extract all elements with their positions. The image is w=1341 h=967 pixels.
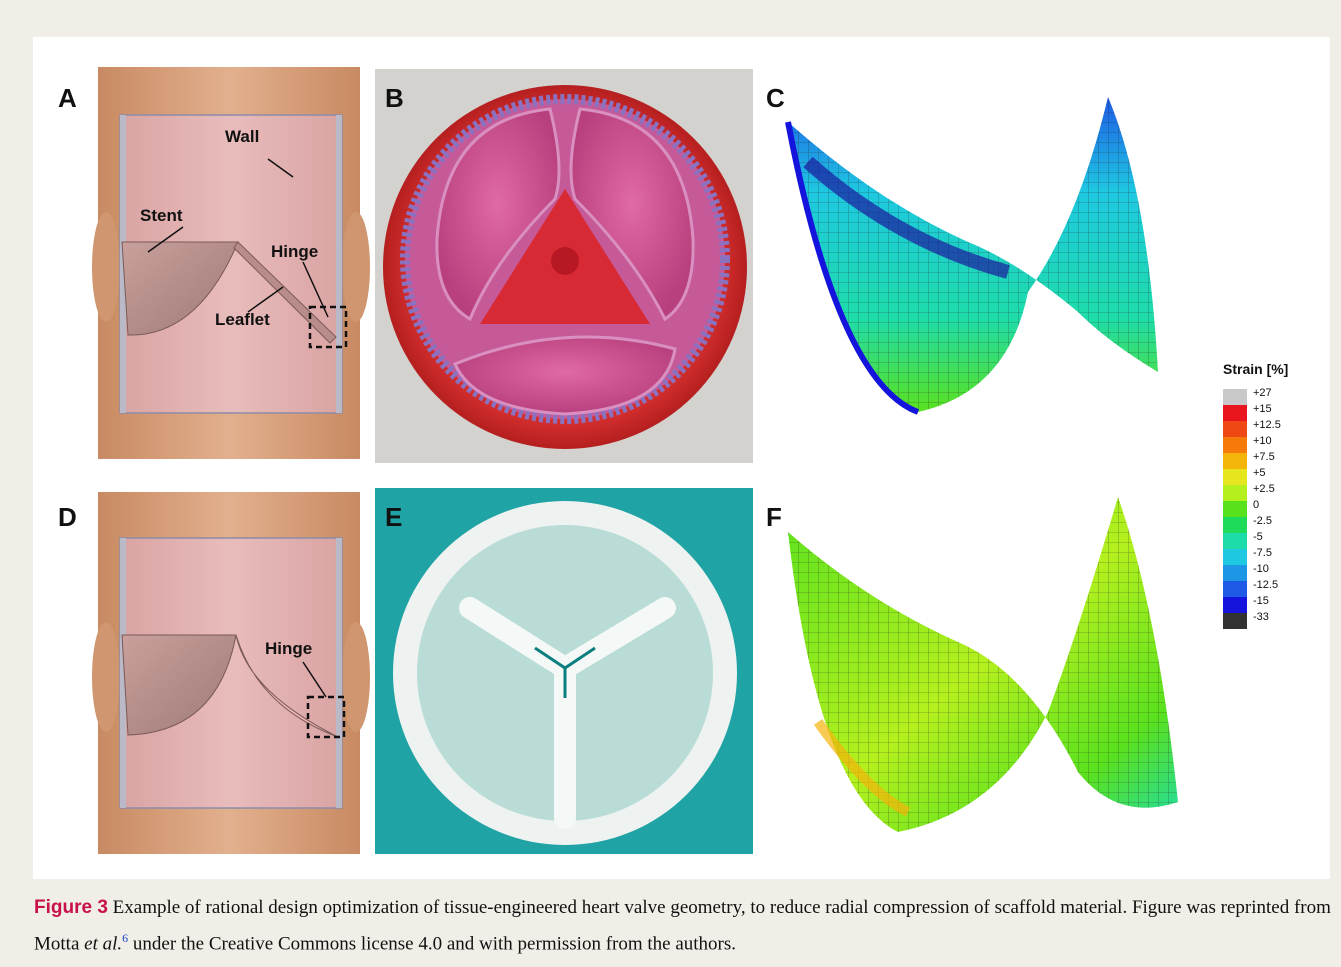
caption-label: Figure 3: [34, 897, 108, 918]
legend-tick-label: +7.5: [1253, 451, 1275, 463]
legend-swatch: [1223, 501, 1247, 517]
legend-swatch: [1223, 517, 1247, 533]
legend-tick-label: -12.5: [1253, 579, 1278, 591]
legend-tick-label: 0: [1253, 499, 1259, 511]
legend-swatch: [1223, 565, 1247, 581]
wall-label: Wall: [225, 127, 259, 147]
legend-title: Strain [%]: [1223, 361, 1288, 377]
legend-tick-label: +10: [1253, 435, 1272, 447]
legend-tick-label: -2.5: [1253, 515, 1272, 527]
hinge-label-d: Hinge: [265, 639, 312, 659]
panel-letter-e: E: [385, 502, 402, 533]
caption-text-2: under the Creative Commons license 4.0 a…: [128, 933, 736, 954]
panel-letter-b: B: [385, 83, 404, 114]
legend-swatch: [1223, 597, 1247, 613]
legend-swatch: [1223, 485, 1247, 501]
caption-et-al: et al.: [84, 933, 122, 954]
legend-tick-label: +2.5: [1253, 483, 1275, 495]
legend-swatch: [1223, 421, 1247, 437]
panel-letter-c: C: [766, 83, 785, 114]
panel-e: [375, 488, 753, 854]
legend-tick-label: -10: [1253, 563, 1269, 575]
legend-tick-label: -5: [1253, 531, 1263, 543]
legend-swatch: [1223, 613, 1247, 629]
legend-tick-label: +27: [1253, 387, 1272, 399]
legend-swatch: [1223, 453, 1247, 469]
panel-letter-f: F: [766, 502, 782, 533]
legend-swatch: [1223, 533, 1247, 549]
strain-legend: Strain [%] +27 +15 +12.5 +10 +7.5 +5 +2.5 0 -2.5…: [1223, 361, 1323, 661]
strain-map-c: [778, 92, 1208, 432]
panel-letter-d: D: [58, 502, 77, 533]
legend-tick-label: +5: [1253, 467, 1266, 479]
legend-swatch: [1223, 469, 1247, 485]
panel-letter-a: A: [58, 83, 77, 114]
legend-swatch: [1223, 437, 1247, 453]
legend-swatch: [1223, 405, 1247, 421]
panel-f: [778, 492, 1208, 842]
panel-d: [88, 492, 373, 857]
legend-tick-label: -7.5: [1253, 547, 1272, 559]
stent-label: Stent: [140, 206, 183, 226]
valve-photo-e: [375, 488, 753, 854]
panel-c: [778, 92, 1208, 432]
strain-map-f: [778, 492, 1208, 842]
figure-panel: A Wall Stent Hinge Leaflet B: [33, 37, 1330, 879]
legend-swatch: [1223, 549, 1247, 565]
leaflet-label: Leaflet: [215, 310, 270, 330]
legend-swatch: [1223, 389, 1247, 405]
legend-tick-label: -33: [1253, 611, 1269, 623]
legend-swatch: [1223, 581, 1247, 597]
legend-tick-label: +15: [1253, 403, 1272, 415]
panel-b: [375, 69, 753, 463]
figure-caption: Figure 3 Example of rational design opti…: [34, 893, 1334, 959]
valve-cad-diagram-d: [88, 492, 373, 857]
valve-photo-b: [375, 69, 753, 463]
legend-tick-label: +12.5: [1253, 419, 1281, 431]
hinge-label-a: Hinge: [271, 242, 318, 262]
legend-tick-label: -15: [1253, 595, 1269, 607]
